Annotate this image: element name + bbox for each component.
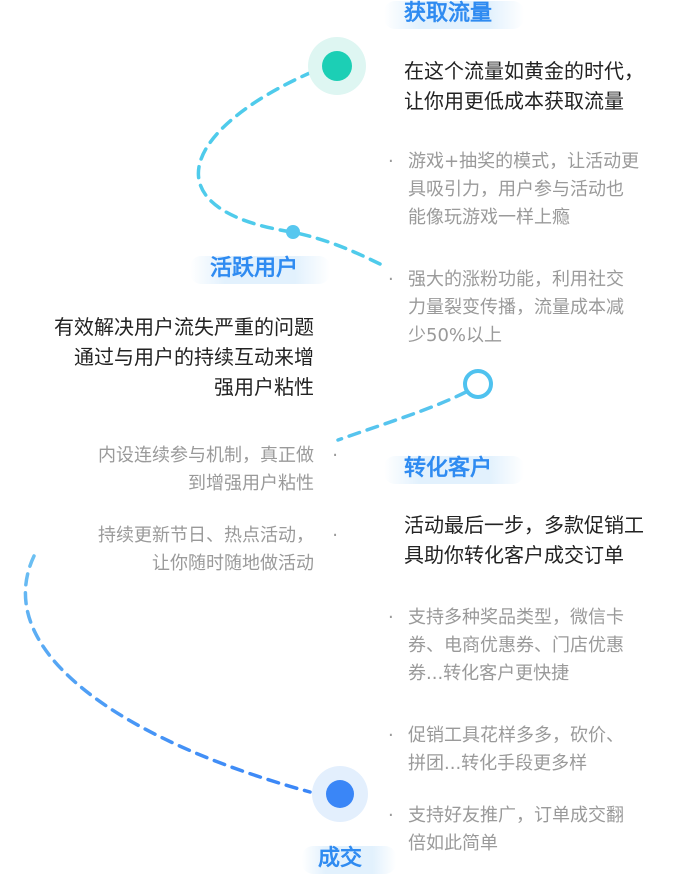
point-line: 内设连续参与机制，真正做 <box>98 445 314 466</box>
heading-bg <box>384 456 524 484</box>
point-line: 让你随时随地做活动 <box>152 553 314 574</box>
stage-title: 转化客户 <box>404 456 493 481</box>
point-line: 少50%以上 <box>408 325 503 346</box>
point-line: 持续更新节日、热点活动， <box>98 525 314 546</box>
flow-path-segment-convert <box>23 554 312 794</box>
stage-lead: 在这个流量如黄金的时代， 让你用更低成本获取流量 <box>404 56 692 116</box>
stage-point: 支持好友推广，订单成交翻 倍如此简单 <box>388 802 692 858</box>
stage-title: 获取流量 <box>404 1 493 26</box>
start-node <box>322 51 352 81</box>
lead-line: 具助你转化客户成交订单 <box>404 543 624 567</box>
point-line: 支持多种奖品类型，微信卡 <box>408 607 624 628</box>
point-line: 拼团...转化手段更多样 <box>408 753 588 774</box>
ring-node <box>463 369 493 399</box>
heading-bg <box>384 1 524 29</box>
end-node <box>326 780 354 808</box>
point-line: 游戏+抽奖的模式，让活动更 <box>408 151 640 172</box>
lead-line: 让你用更低成本获取流量 <box>404 89 624 113</box>
point-line: 能像玩游戏一样上瘾 <box>408 207 570 228</box>
mid-dot <box>286 225 300 239</box>
stage-title: 成交 <box>318 846 363 871</box>
lead-line: 有效解决用户流失严重的问题 <box>54 315 314 339</box>
stage-point: 支持多种奖品类型，微信卡 券、电商优惠券、门店优惠 券...转化客户更快捷 <box>388 604 692 688</box>
point-line: 券...转化客户更快捷 <box>408 663 570 684</box>
stage-point: 持续更新节日、热点活动， 让你随时随地做活动 <box>30 522 338 578</box>
stage-point: 游戏+抽奖的模式，让活动更 具吸引力，用户参与活动也 能像玩游戏一样上瘾 <box>388 148 692 232</box>
stage-point: 促销工具花样多多，砍价、 拼团...转化手段更多样 <box>388 722 692 778</box>
flow-path-segment-active <box>336 390 468 442</box>
lead-line: 强用户粘性 <box>214 375 314 399</box>
lead-line: 通过与用户的持续互动来增 <box>74 345 314 369</box>
stage-lead: 有效解决用户流失严重的问题 通过与用户的持续互动来增 强用户粘性 <box>0 312 314 402</box>
lead-line: 活动最后一步，多款促销工 <box>404 513 644 537</box>
flow-path-segment-acquire <box>196 70 382 266</box>
heading-bg <box>302 846 396 874</box>
stage-title: 活跃用户 <box>210 256 299 281</box>
point-line: 倍如此简单 <box>408 833 498 854</box>
point-line: 力量裂变传播，流量成本减 <box>408 297 624 318</box>
point-line: 支持好友推广，订单成交翻 <box>408 805 624 826</box>
heading-bg <box>190 256 330 284</box>
point-line: 到增强用户粘性 <box>188 473 314 494</box>
point-line: 具吸引力，用户参与活动也 <box>408 179 624 200</box>
lead-line: 在这个流量如黄金的时代， <box>404 59 644 83</box>
stage-point: 强大的涨粉功能，利用社交 力量裂变传播，流量成本减 少50%以上 <box>388 266 692 350</box>
stage-lead: 活动最后一步，多款促销工 具助你转化客户成交订单 <box>404 510 692 570</box>
point-line: 促销工具花样多多，砍价、 <box>408 725 624 746</box>
point-line: 券、电商优惠券、门店优惠 <box>408 635 624 656</box>
point-line: 强大的涨粉功能，利用社交 <box>408 269 624 290</box>
stage-point: 内设连续参与机制，真正做 到增强用户粘性 <box>30 442 338 498</box>
